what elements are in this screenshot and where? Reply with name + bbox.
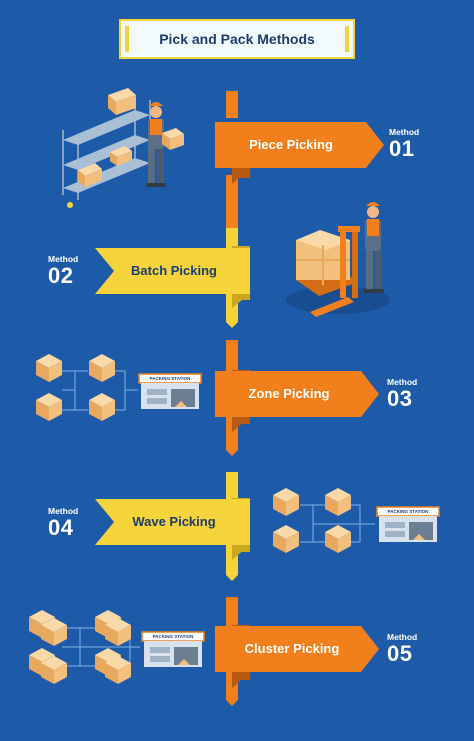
method-01-banner — [215, 122, 384, 184]
method-05-number: 05 — [387, 640, 413, 666]
method-05-tag: Method 05 — [387, 633, 417, 665]
method-02-banner — [95, 246, 250, 308]
method-03-banner — [215, 370, 379, 432]
method-02-number: 02 — [48, 262, 74, 288]
wave-picking-illustration — [273, 488, 440, 553]
spine-segment-2 — [226, 175, 238, 228]
method-01-number: 01 — [389, 135, 415, 161]
cluster-picking-illustration — [29, 610, 205, 684]
title-banner: Pick and Pack Methods — [119, 19, 355, 59]
method-05-label: Method — [387, 632, 418, 642]
method-03-name: Zone Picking — [248, 386, 330, 401]
zone-picking-illustration — [36, 354, 202, 421]
method-04-tag: Method 04 — [48, 507, 78, 539]
packing-station-label-wave: PACKING STATION — [387, 509, 429, 514]
page-title: Pick and Pack Methods — [159, 31, 315, 47]
batch-picking-illustration — [286, 202, 390, 317]
method-04-banner — [95, 498, 250, 560]
method-05-name: Cluster Picking — [244, 641, 340, 656]
method-04-number: 04 — [48, 514, 74, 540]
piece-picking-illustration — [62, 88, 184, 208]
method-03-number: 03 — [387, 385, 413, 411]
method-02-tag: Method 02 — [48, 255, 78, 287]
method-01-name: Piece Picking — [249, 137, 333, 152]
method-04-label: Method — [48, 506, 79, 516]
packing-station-label-cluster: PACKING STATION — [152, 634, 194, 639]
method-05-banner — [215, 625, 379, 688]
method-02-label: Method — [48, 254, 79, 264]
method-03-tag: Method 03 — [387, 378, 417, 410]
method-03-label: Method — [387, 377, 418, 387]
spine-segment-1 — [226, 91, 238, 118]
method-01-label: Method — [389, 127, 420, 137]
method-01-tag: Method 01 — [389, 128, 419, 160]
method-04-name: Wave Picking — [132, 514, 216, 529]
method-02-name: Batch Picking — [131, 263, 217, 278]
packing-station-label-zone: PACKING STATION — [149, 376, 191, 381]
